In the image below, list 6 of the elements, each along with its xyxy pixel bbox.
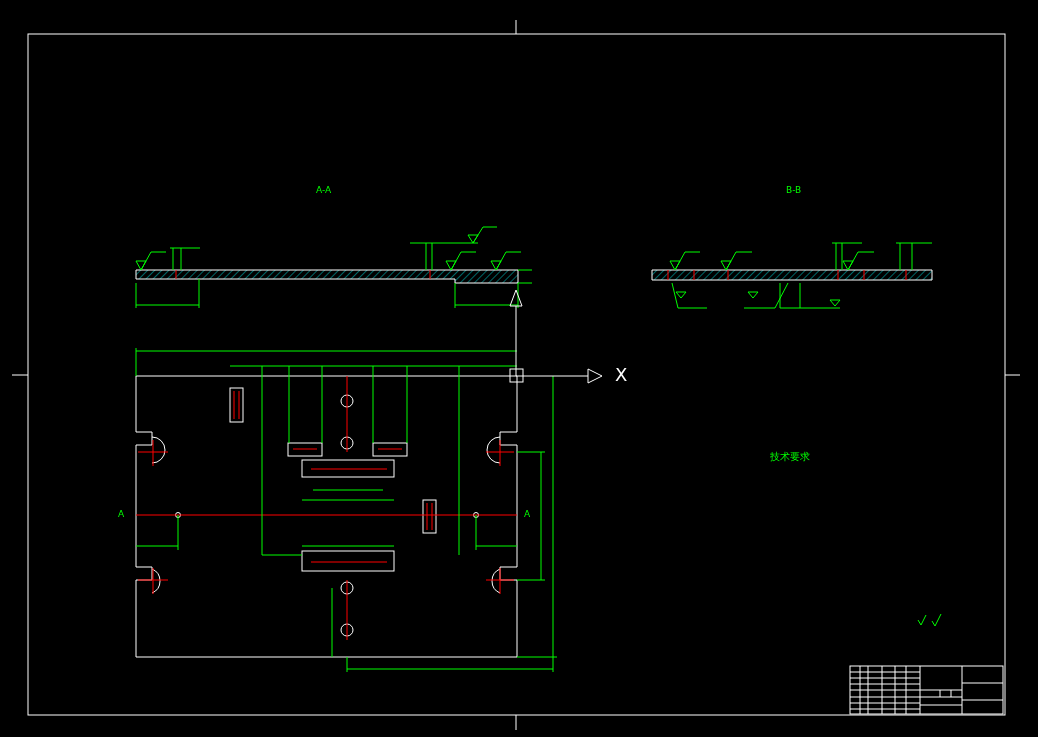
axis-label: X — [615, 366, 628, 384]
section-label: A-A — [316, 186, 332, 195]
section-marker: A — [118, 510, 125, 519]
section-marker: A — [524, 510, 531, 519]
heading: 技术要求 — [770, 452, 810, 462]
section-label: B-B — [786, 186, 802, 195]
